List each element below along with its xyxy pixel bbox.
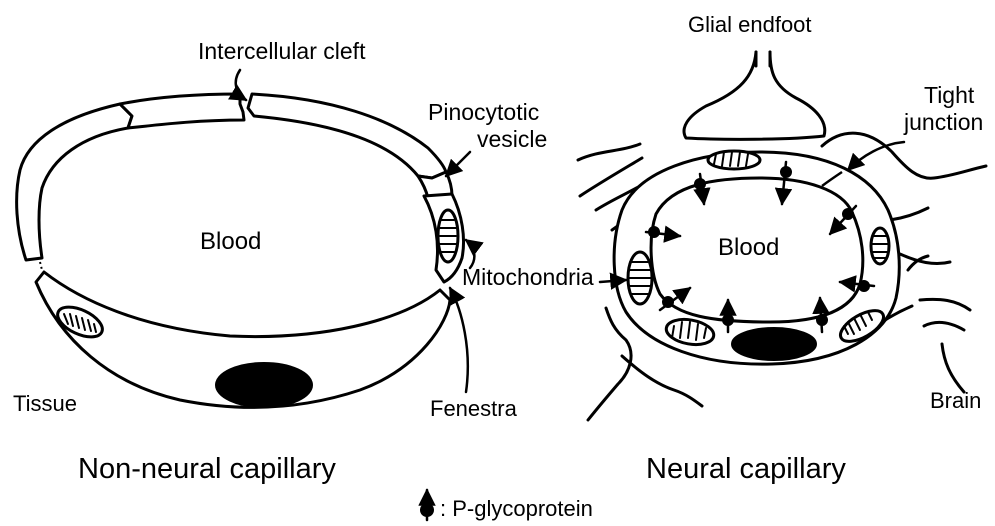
glial-endfoot-label: Glial endfoot: [688, 14, 812, 36]
junction-label: junction: [904, 111, 983, 134]
neural-caption: Neural capillary: [646, 455, 846, 484]
legend-text: : P-glycoprotein: [440, 498, 593, 520]
vesicle-label: vesicle: [477, 128, 547, 151]
fenestra-arrow: [450, 288, 468, 392]
non-neural-caption: Non-neural capillary: [78, 455, 336, 484]
pinocytotic-label: Pinocytotic: [428, 101, 539, 124]
fenestra-label: Fenestra: [430, 398, 517, 420]
pinocytotic-vesicle-arrow: [446, 152, 470, 176]
mitochondrion-neural-right: [871, 228, 889, 264]
tissue-label: Tissue: [13, 393, 77, 415]
intercellular-cleft-label: Intercellular cleft: [198, 40, 365, 63]
nucleus-neural: [732, 328, 816, 360]
p-glycoprotein-icon: [421, 490, 433, 520]
fenestra-gap-marks: [40, 262, 42, 270]
mitochondrion-neural-left: [628, 252, 652, 304]
endothelial-cell-top-right: [248, 94, 446, 178]
nucleus: [216, 363, 312, 407]
mitochondrion-neural-top: [708, 151, 760, 169]
blood-label-left: Blood: [200, 230, 261, 254]
endothelial-cell-left: [17, 104, 132, 260]
endothelial-cell-top-left: [120, 94, 244, 128]
mitochondria-label: Mitochondria: [462, 266, 594, 289]
blood-label-right: Blood: [718, 236, 779, 260]
tight-label: Tight: [924, 84, 974, 107]
brain-label: Brain: [930, 390, 981, 412]
mitochondrion-left-2: [438, 210, 458, 262]
glial-endfoot-top: [684, 52, 825, 139]
